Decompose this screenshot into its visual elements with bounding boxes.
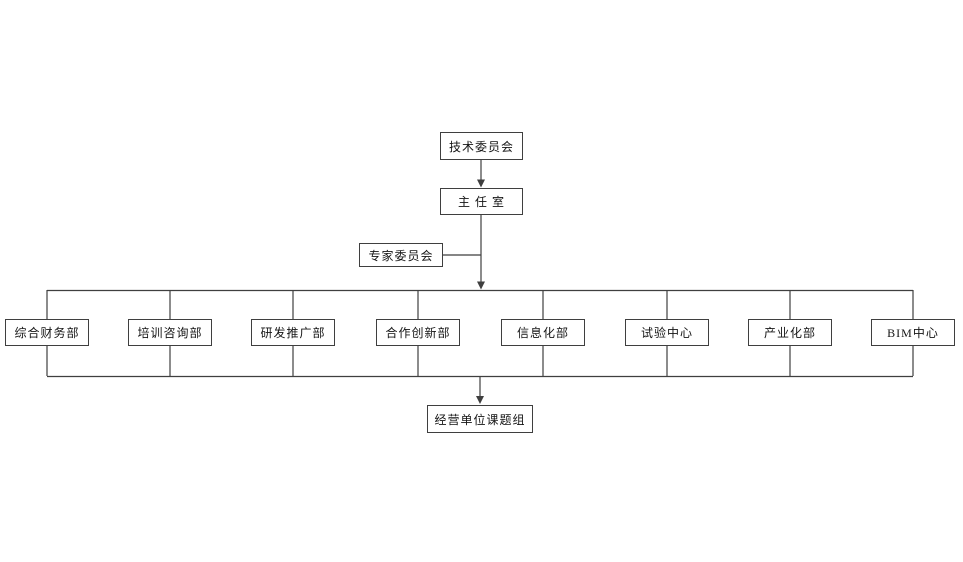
node-tech-committee: 技术委员会 — [440, 132, 523, 160]
arrow-director-to-bus — [477, 215, 485, 290]
node-department-6: 试验中心 — [625, 319, 709, 346]
node-department-5: 信息化部 — [501, 319, 585, 346]
arrow-tech-to-director — [477, 160, 485, 188]
node-department-8: BIM中心 — [871, 319, 955, 346]
arrow-to-business-group — [476, 377, 484, 404]
node-director-office: 主 任 室 — [440, 188, 523, 215]
node-department-4: 合作创新部 — [376, 319, 460, 346]
node-department-7: 产业化部 — [748, 319, 832, 346]
node-department-3: 研发推广部 — [251, 319, 335, 346]
node-department-1: 综合财务部 — [5, 319, 89, 346]
node-department-2: 培训咨询部 — [128, 319, 212, 346]
node-business-unit-group: 经营单位课题组 — [427, 405, 533, 433]
node-expert-committee: 专家委员会 — [359, 243, 443, 267]
